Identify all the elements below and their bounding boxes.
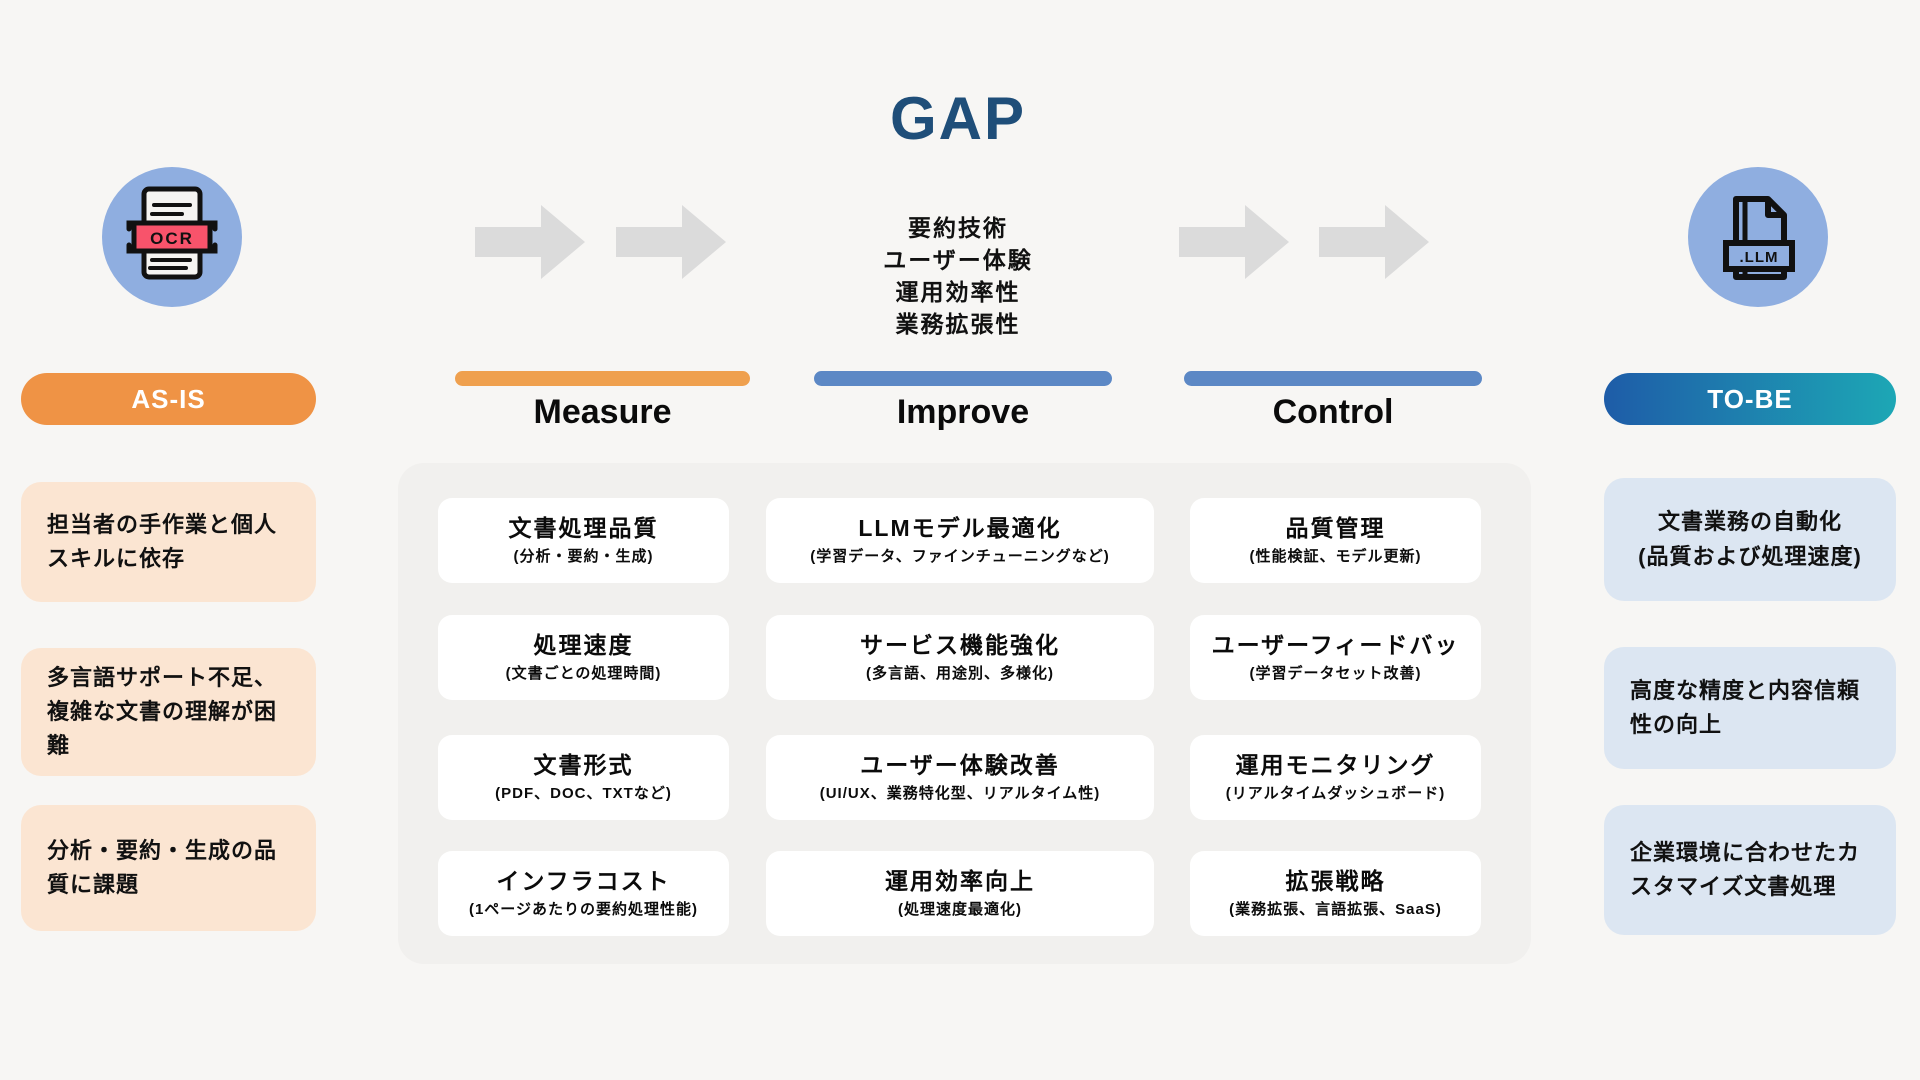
card-title: ユーザーフィードバッ [1211, 632, 1460, 659]
card-subtitle: (業務拡張、言語拡張、SaaS) [1229, 900, 1442, 918]
control-card: 運用モニタリング (リアルタイムダッシュボード) [1190, 735, 1481, 820]
card-subtitle: (学習データセット改善) [1249, 664, 1422, 682]
gap-heading: GAP [889, 85, 1027, 152]
to-be-label: TO-BE [1604, 373, 1896, 425]
card-title: 文書処理品質 [508, 515, 659, 542]
as-is-label: AS-IS [21, 373, 316, 425]
right-arrow-icon [475, 205, 585, 279]
ocr-document-icon: OCR [102, 167, 242, 307]
to-be-item-text: 高度な精度と内容信頼性の向上 [1630, 677, 1861, 737]
to-be-item: 企業環境に合わせたカスタマイズ文書処理 [1604, 805, 1896, 935]
card-subtitle: (UI/UX、業務特化型、リアルタイム性) [819, 784, 1101, 802]
as-is-item-text: 担当者の手作業と個人スキルに依存 [47, 511, 278, 571]
card-subtitle: (リアルタイムダッシュボード) [1225, 784, 1446, 802]
gap-factor: ユーザー体験 [883, 247, 1033, 273]
measure-card: 文書形式 (PDF、DOC、TXTなど) [438, 735, 729, 820]
card-title: 文書形式 [533, 752, 634, 779]
card-subtitle: (性能検証、モデル更新) [1249, 547, 1422, 565]
card-subtitle: (多言語、用途別、多様化) [866, 664, 1054, 682]
gap-factor-list: 要約技術 ユーザー体験 運用効率性 業務拡張性 [778, 212, 1138, 340]
card-title: 運用モニタリング [1235, 752, 1436, 779]
measure-card: インフラコスト (1ページあたりの要約処理性能) [438, 851, 729, 936]
card-title: 品質管理 [1285, 515, 1386, 542]
as-is-item: 担当者の手作業と個人スキルに依存 [21, 482, 316, 602]
card-title: 運用効率向上 [885, 868, 1035, 895]
svg-text:.LLM: .LLM [1740, 249, 1779, 266]
card-title: 拡張戦略 [1285, 868, 1386, 895]
gap-factor: 運用効率性 [895, 279, 1021, 305]
improve-card: LLMモデル最適化 (学習データ、ファインチューニングなど) [766, 498, 1154, 583]
to-be-item: 高度な精度と内容信頼性の向上 [1604, 647, 1896, 769]
card-title: 処理速度 [533, 632, 634, 659]
to-be-item: 文書業務の自動化 (品質および処理速度) [1604, 478, 1896, 601]
card-subtitle: (1ページあたりの要約処理性能) [468, 900, 699, 918]
as-is-label-text: AS-IS [131, 383, 206, 414]
improve-card: ユーザー体験改善 (UI/UX、業務特化型、リアルタイム性) [766, 735, 1154, 820]
as-is-item: 分析・要約・生成の品質に課題 [21, 805, 316, 931]
column-label-improve: Improve [896, 392, 1030, 431]
to-be-item-text: 企業環境に合わせたカスタマイズ文書処理 [1630, 839, 1861, 899]
card-subtitle: (学習データ、ファインチューニングなど) [810, 547, 1110, 565]
control-card: 品質管理 (性能検証、モデル更新) [1190, 498, 1481, 583]
as-is-item: 多言語サポート不足、複雑な文書の理解が困難 [21, 648, 316, 776]
card-title: インフラコスト [496, 868, 671, 895]
as-is-item-text: 多言語サポート不足、複雑な文書の理解が困難 [47, 664, 278, 759]
measure-card: 文書処理品質 (分析・要約・生成) [438, 498, 729, 583]
right-arrow-icon [616, 205, 726, 279]
column-label-control: Control [1272, 392, 1394, 431]
control-accent-bar [1184, 371, 1482, 386]
right-arrow-icon [1179, 205, 1289, 279]
column-label-measure: Measure [533, 392, 672, 431]
card-title: サービス機能強化 [860, 632, 1060, 659]
card-subtitle: (文書ごとの処理時間) [505, 664, 662, 682]
gap-factor: 業務拡張性 [895, 311, 1021, 337]
improve-accent-bar [814, 371, 1112, 386]
card-subtitle: (処理速度最適化) [898, 900, 1022, 918]
card-subtitle: (PDF、DOC、TXTなど) [495, 784, 672, 802]
measure-accent-bar [455, 371, 750, 386]
gap-factor: 要約技術 [908, 215, 1008, 241]
control-card: ユーザーフィードバッ (学習データセット改善) [1190, 615, 1481, 700]
card-title: LLMモデル最適化 [858, 515, 1062, 542]
to-be-item-text: 文書業務の自動化 (品質および処理速度) [1638, 509, 1862, 569]
control-card: 拡張戦略 (業務拡張、言語拡張、SaaS) [1190, 851, 1481, 936]
card-title: ユーザー体験改善 [860, 752, 1060, 779]
to-be-label-text: TO-BE [1707, 383, 1793, 414]
measure-card: 処理速度 (文書ごとの処理時間) [438, 615, 729, 700]
improve-card: 運用効率向上 (処理速度最適化) [766, 851, 1154, 936]
as-is-item-text: 分析・要約・生成の品質に課題 [47, 837, 278, 897]
llm-file-icon: .LLM [1688, 167, 1828, 307]
right-arrow-icon [1319, 205, 1429, 279]
card-subtitle: (分析・要約・生成) [513, 547, 654, 565]
improve-card: サービス機能強化 (多言語、用途別、多様化) [766, 615, 1154, 700]
svg-text:OCR: OCR [150, 229, 194, 248]
